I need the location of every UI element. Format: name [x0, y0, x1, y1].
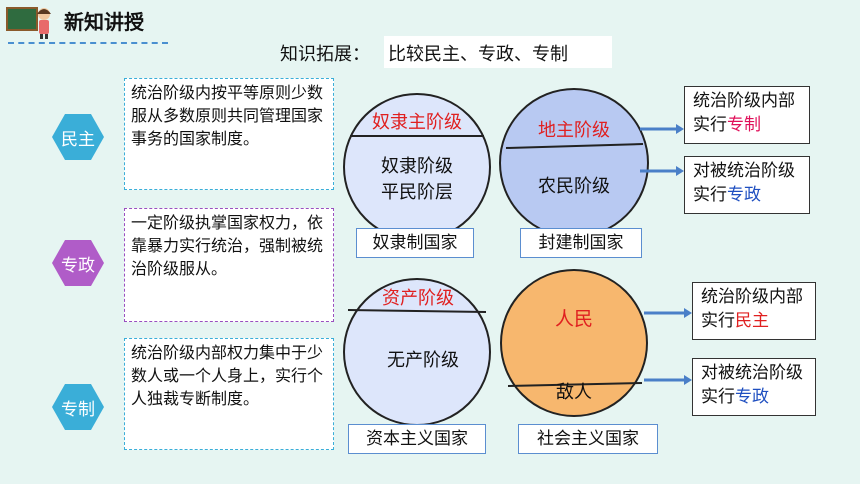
slave-lower-classes: 奴隶阶级 平民阶层 — [366, 154, 468, 206]
landlord-class: 地主阶级 — [538, 120, 610, 141]
note-slave-feudal-external: 对被统治阶级实行专政 — [684, 156, 810, 214]
topic-text: 比较民主、专政、专制 — [388, 44, 568, 65]
socialist-state-label: 社会主义国家 — [518, 424, 658, 454]
topic-label: 知识拓展： — [280, 44, 370, 65]
socialist-state-circle — [500, 269, 648, 417]
enemy-group: 敌人 — [556, 382, 592, 403]
note-socialist-internal: 统治阶级内部实行民主 — [692, 282, 816, 340]
proletariat-class: 无产阶级 — [387, 350, 459, 371]
header-divider — [8, 42, 168, 44]
slave-owner-class: 奴隶主阶级 — [372, 112, 462, 133]
note-3-text: 统治阶级内部实行 — [701, 287, 803, 331]
arrow-to-note-2 — [640, 166, 684, 176]
bourgeois-class: 资产阶级 — [382, 288, 454, 309]
note-slave-feudal-internal: 统治阶级内部实行专制 — [684, 86, 810, 144]
arrow-to-note-1 — [640, 124, 684, 134]
slave-state-label: 奴隶制国家 — [356, 228, 474, 258]
note-4-text: 对被统治阶级实行 — [701, 363, 803, 407]
note-4-key: 专政 — [735, 387, 769, 407]
page-title: 新知讲授 — [64, 10, 144, 34]
note-3-key: 民主 — [735, 311, 769, 331]
topic-box — [384, 36, 612, 68]
note-socialist-external: 对被统治阶级实行专政 — [692, 358, 816, 416]
arrow-to-note-4 — [644, 375, 692, 385]
commoner-class: 平民阶层 — [381, 182, 453, 203]
autocracy-definition: 统治阶级内部权力集中于少数人或一个人身上，实行个人独裁专断制度。 — [124, 338, 334, 450]
teacher-blackboard-icon — [6, 4, 54, 40]
feudal-state-label: 封建制国家 — [520, 228, 642, 258]
arrow-to-note-3 — [644, 308, 692, 318]
people-group: 人民 — [554, 308, 593, 330]
peasant-class: 农民阶级 — [538, 176, 610, 197]
note-2-key: 专政 — [727, 185, 761, 205]
democracy-definition: 统治阶级内按平等原则少数服从多数原则共同管理国家事务的国家制度。 — [124, 78, 334, 190]
capitalist-state-label: 资本主义国家 — [348, 424, 486, 454]
dictatorship-definition: 一定阶级执掌国家权力，依靠暴力实行统治，强制被统治阶级服从。 — [124, 208, 334, 322]
slave-class: 奴隶阶级 — [381, 156, 453, 177]
note-1-text: 统治阶级内部实行 — [693, 91, 795, 135]
note-1-key: 专制 — [727, 115, 761, 135]
note-2-text: 对被统治阶级实行 — [693, 161, 795, 205]
feudal-state-circle — [499, 88, 649, 238]
